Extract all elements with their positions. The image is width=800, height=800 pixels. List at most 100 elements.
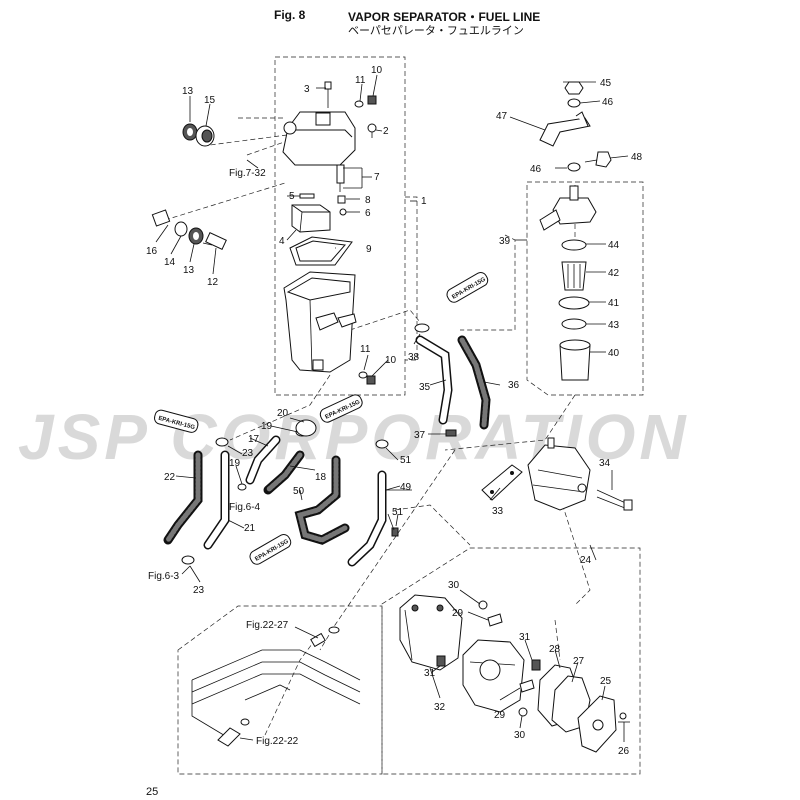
callout-36: 36 [508,380,520,391]
filter-element-42 [561,261,587,291]
callout-1: 1 [421,196,427,207]
callout-16: 16 [146,246,158,257]
callout-50: 50 [293,486,305,497]
callout-27: 27 [573,656,585,667]
screw-30-top [478,600,488,610]
callout-46-bottom: 46 [530,164,542,175]
screw-26 [618,712,630,723]
screw-30-bottom [518,707,528,717]
figure-references: Fig.7-32 Fig.6-4 Fig.6-3 Fig.22-27 Fig.2… [148,159,299,747]
callout-38: 38 [408,352,420,363]
leader-line [554,619,561,661]
gasket-11-top [354,100,364,108]
float-4 [291,204,331,233]
callout-51-bottom: 51 [392,507,404,518]
vapor-separator-group-box [274,56,406,396]
leader-line [349,309,421,331]
clamp-51-top [375,439,389,449]
separator-bowl [283,271,357,373]
callout-15: 15 [204,95,216,106]
drain-gasket-11 [358,371,368,379]
callout-19-left: 19 [229,458,241,469]
callout-10-bottom: 10 [385,355,397,366]
callout-47: 47 [496,111,508,122]
callout-13-bottom: 13 [183,265,195,276]
spacer-31-right [531,659,541,671]
spacer-31-left [436,655,446,667]
clamp-19-left [237,483,247,491]
callout-45: 45 [600,78,612,89]
leader-line [559,496,591,606]
epa-tag-1: EPA-KRI-15G [446,272,489,303]
callout-35: 35 [419,382,431,393]
callout-30-top: 30 [448,580,460,591]
clamp-23-top [215,437,229,447]
callout-19-top: 19 [261,421,273,432]
callout-7: 7 [374,172,380,183]
washer-46-top [567,98,581,108]
o-ring-44 [561,239,587,251]
callout-34: 34 [599,458,611,469]
callout-12: 12 [207,277,219,288]
fuel-pump-detail-box [381,547,641,775]
callout-41: 41 [608,298,620,309]
callout-44: 44 [608,240,620,251]
callout-23-top: 23 [242,448,254,459]
hose-50 [294,455,350,545]
filter-group-box [526,181,644,396]
hose-49 [347,470,387,567]
callout-20: 20 [277,408,289,419]
grommet-13-top [182,123,198,141]
clamp-51-bottom [391,527,399,537]
callout-11-bottom: 11 [360,344,371,355]
callout-26: 26 [618,746,630,757]
fig-ref-22-27: Fig.22-27 [246,620,289,631]
callout-32: 32 [434,702,446,713]
screw-6 [339,208,347,216]
hose-17 [245,435,281,485]
clamp-20 [295,419,317,437]
hose-18 [263,450,305,495]
filter-head [539,185,597,231]
callout-24: 24 [580,555,592,566]
callout-11-top: 11 [355,75,366,86]
callout-49: 49 [400,482,412,493]
clamp-37 [445,429,457,437]
leader-line [229,374,331,441]
callout-31-right: 31 [519,632,531,643]
callout-23-bottom: 23 [193,585,205,596]
callout-21: 21 [244,523,256,534]
plug-10-top [367,95,377,105]
callout-43: 43 [608,320,620,331]
drain-plug-10 [366,375,376,385]
pin-5 [299,193,315,199]
grommet-13-bottom [188,227,204,245]
bracket-47 [539,111,591,147]
fitting-22-22 [217,718,250,747]
filter-cup-40 [559,339,591,381]
engine-housing-outline [191,649,361,741]
callout-31-left: 31 [424,668,436,679]
callout-18: 18 [315,472,327,483]
callout-2: 2 [383,126,389,137]
screw-2 [367,123,377,138]
callout-37: 37 [414,430,426,441]
callout-25: 25 [600,676,612,687]
callout-33: 33 [492,506,504,517]
gasket-9 [289,236,353,266]
leader-line [444,394,576,451]
callout-29-top: 29 [452,608,464,619]
fuel-pump-assembly [527,437,591,511]
callout-40: 40 [608,348,620,359]
callout-labels: 1 2 3 4 5 6 7 8 9 10 10 11 11 12 13 13 1… [146,65,643,757]
leader-line [264,639,316,736]
leader-line [319,449,456,651]
figure-number: Fig. 8 [274,8,306,22]
callout-29-bottom: 29 [494,710,506,721]
leader-line [394,504,471,546]
figure-title-japanese: ベーパセパレータ・フュエルライン [348,24,524,37]
collar-16 [151,209,171,227]
callout-leaders [155,74,629,742]
washer-46-bottom [567,162,581,172]
